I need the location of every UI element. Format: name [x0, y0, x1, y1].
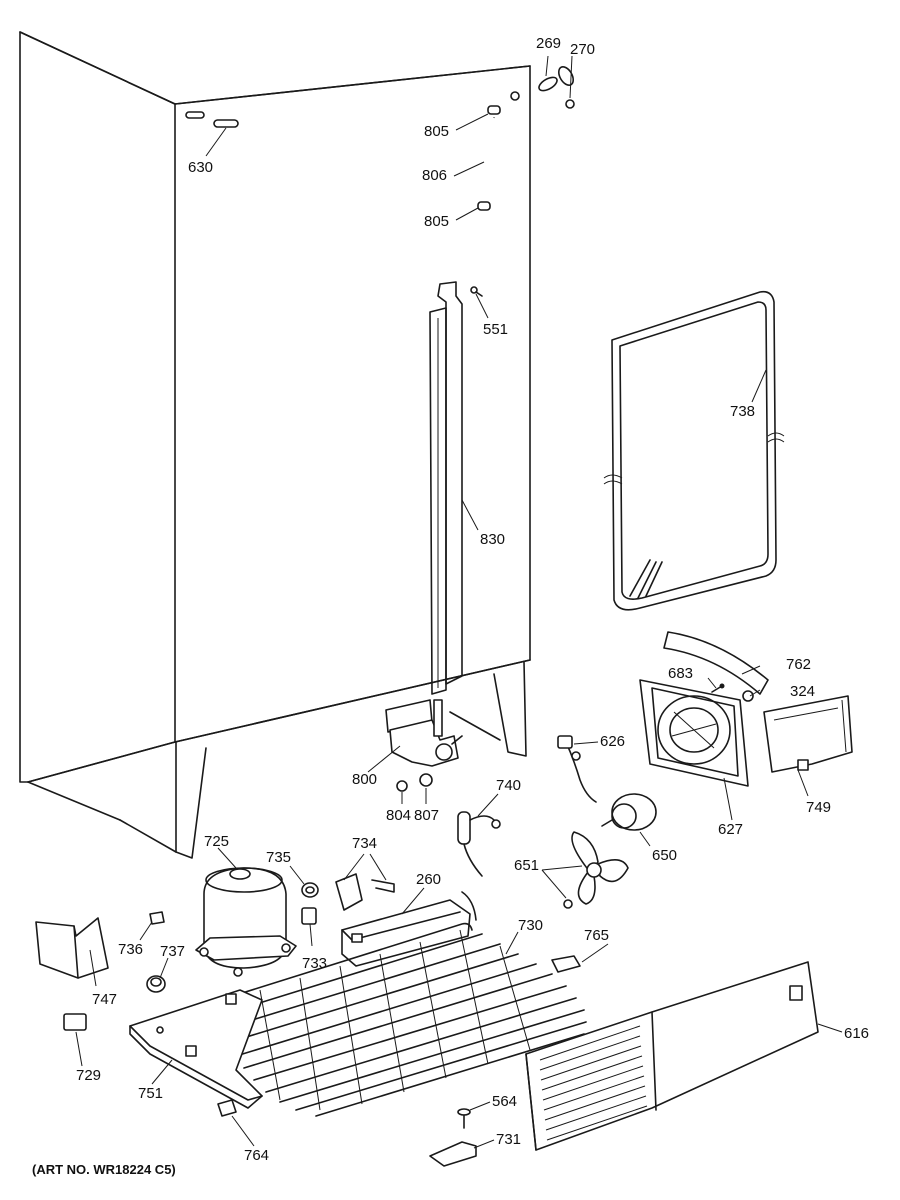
callout-749: 749 [806, 799, 832, 816]
callout-806: 806 [422, 167, 448, 184]
wire-harness-626 [557, 735, 597, 803]
callout-270: 270 [570, 41, 596, 58]
clip-736 [149, 911, 165, 925]
callout-733: 733 [302, 955, 328, 972]
callout-731: 731 [496, 1131, 522, 1148]
overload-735 [301, 882, 319, 898]
compressor [195, 867, 297, 977]
condenser-coil [219, 891, 587, 1117]
callout-740: 740 [496, 777, 522, 794]
screw-564 [457, 1108, 471, 1129]
grille [525, 961, 819, 1151]
callout-725: 725 [204, 833, 230, 850]
leader-lines [75, 55, 843, 1149]
fitting-804 [396, 780, 408, 792]
callout-626: 626 [600, 733, 626, 750]
thermostat-740 [457, 811, 501, 877]
callout-269: 269 [536, 35, 562, 52]
fan-shroud [639, 679, 749, 787]
callout-616: 616 [844, 1025, 870, 1042]
callout-729: 729 [76, 1067, 102, 1084]
cover-734 [335, 873, 395, 911]
callout-734: 734 [352, 835, 378, 852]
callout-683: 683 [668, 665, 694, 682]
base-pan [129, 989, 263, 1109]
screw-551 [470, 286, 483, 297]
callout-765: 765 [584, 927, 610, 944]
callout-764: 764 [244, 1147, 270, 1164]
callout-735: 735 [266, 849, 292, 866]
grommet-737 [146, 975, 166, 993]
bracket-731 [429, 1141, 477, 1167]
art-number: (ART NO. WR18224 C5) [32, 1162, 176, 1177]
callout-737: 737 [160, 943, 186, 960]
callout-736: 736 [118, 941, 144, 958]
bracket-747 [35, 917, 109, 979]
duct-762 [663, 631, 769, 695]
callout-324: 324 [790, 683, 816, 700]
callout-730: 730 [518, 917, 544, 934]
callout-651: 651 [514, 857, 540, 874]
screw-683 [711, 683, 725, 693]
callout-551: 551 [483, 321, 509, 338]
callout-751: 751 [138, 1085, 164, 1102]
connector-729 [63, 1013, 87, 1031]
callout-260: 260 [416, 871, 442, 888]
cabinet [19, 31, 531, 859]
callout-804: 804 [386, 807, 412, 824]
callout-762: 762 [786, 656, 812, 673]
clip-324 [742, 690, 754, 702]
drain-tube [477, 105, 501, 211]
callout-630: 630 [188, 159, 214, 176]
mullion-trim [429, 281, 463, 695]
bracket-765 [551, 955, 581, 973]
callout-564: 564 [492, 1093, 518, 1110]
fitting-807 [419, 773, 433, 787]
water-valve [385, 699, 501, 767]
drain-pan [341, 899, 471, 967]
clip-764 [217, 1099, 237, 1117]
callout-805-top: 805 [424, 123, 450, 140]
fan-motor [601, 793, 657, 831]
relay-733 [301, 907, 317, 925]
callout-800: 800 [352, 771, 378, 788]
callout-627: 627 [718, 821, 744, 838]
callout-650: 650 [652, 847, 678, 864]
callout-747: 747 [92, 991, 118, 1008]
gasket [603, 290, 785, 611]
callout-738: 738 [730, 403, 756, 420]
callout-805-bottom: 805 [424, 213, 450, 230]
callout-807: 807 [414, 807, 440, 824]
fan-blade [563, 831, 629, 909]
cover-749 [763, 695, 853, 773]
callout-830: 830 [480, 531, 506, 548]
